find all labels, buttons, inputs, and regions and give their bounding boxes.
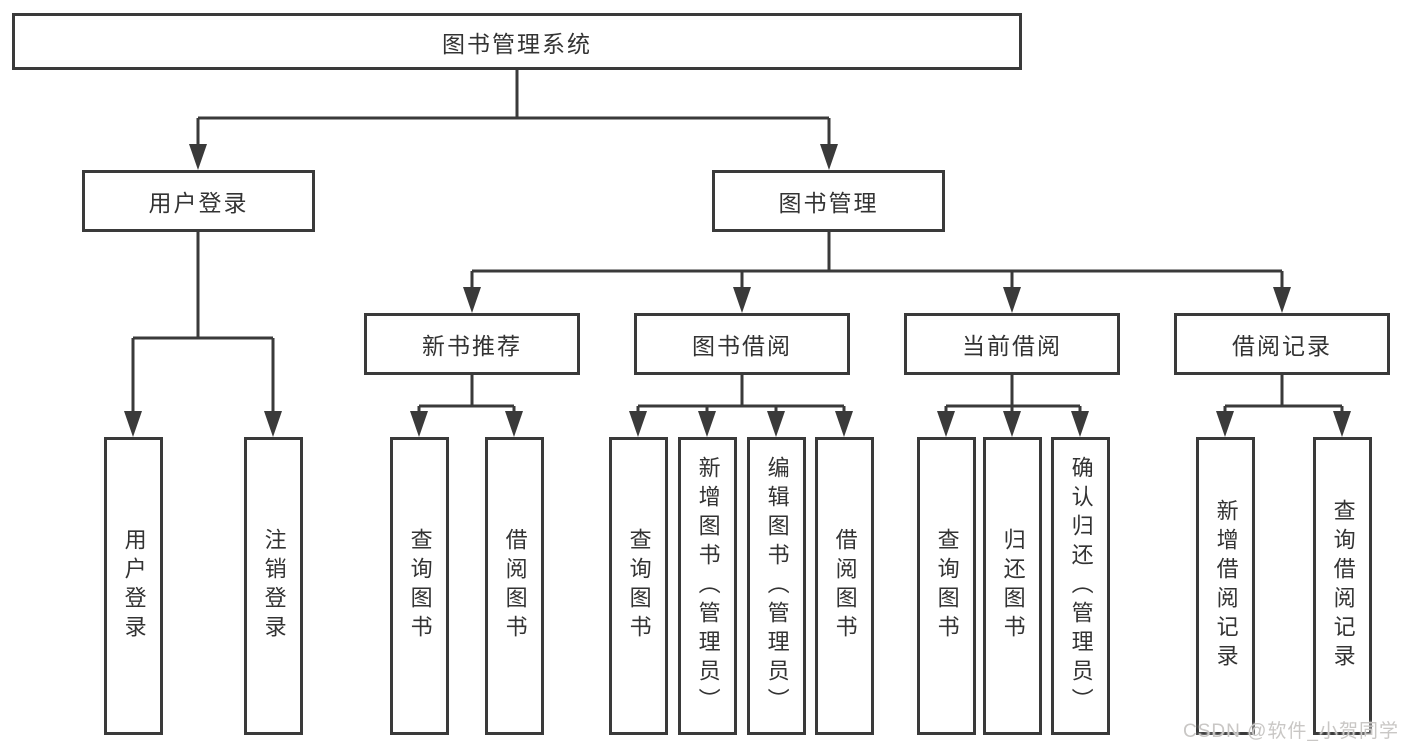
- leaf-user-login: 用户登录: [104, 437, 163, 735]
- leaf-recommend-query-books: 查询图书: [390, 437, 449, 735]
- leaf-borrow-query-books: 查询图书: [609, 437, 668, 735]
- leaf-recommend-borrow-books: 借阅图书: [485, 437, 544, 735]
- node-current-borrowing: 当前借阅: [904, 313, 1120, 375]
- leaf-label: 新增借阅记录: [1213, 499, 1239, 673]
- leaf-borrow-edit-books-admin: 编辑图书（管理员）: [747, 437, 806, 735]
- node-library-management-system: 图书管理系统: [12, 13, 1022, 70]
- node-user-login: 用户登录: [82, 170, 315, 232]
- leaf-label: 借阅图书: [502, 528, 528, 644]
- node-book-management: 图书管理: [712, 170, 945, 232]
- leaf-logout: 注销登录: [244, 437, 303, 735]
- leaf-current-confirm-return-admin: 确认归还（管理员）: [1051, 437, 1110, 735]
- node-borrowing-records: 借阅记录: [1174, 313, 1390, 375]
- watermark-text: CSDN @软件_小贺同学: [1183, 721, 1399, 742]
- leaf-label: 新增图书（管理员）: [695, 455, 721, 717]
- leaf-label: 用户登录: [121, 528, 147, 644]
- leaf-records-add-record: 新增借阅记录: [1196, 437, 1255, 735]
- node-new-book-recommendation: 新书推荐: [364, 313, 580, 375]
- leaf-current-return-books: 归还图书: [983, 437, 1042, 735]
- leaf-label: 查询图书: [407, 528, 433, 644]
- leaf-borrow-add-books-admin: 新增图书（管理员）: [678, 437, 737, 735]
- leaf-label: 查询图书: [934, 528, 960, 644]
- leaf-label: 编辑图书（管理员）: [764, 455, 790, 717]
- leaf-current-query-books: 查询图书: [917, 437, 976, 735]
- leaf-label: 确认归还（管理员）: [1068, 455, 1094, 717]
- leaf-label: 借阅图书: [832, 528, 858, 644]
- leaf-label: 归还图书: [1000, 528, 1026, 644]
- leaf-label: 注销登录: [261, 528, 287, 644]
- node-book-borrowing: 图书借阅: [634, 313, 850, 375]
- leaf-records-query-record: 查询借阅记录: [1313, 437, 1372, 735]
- leaf-label: 查询图书: [626, 528, 652, 644]
- leaf-label: 查询借阅记录: [1330, 499, 1356, 673]
- arrowheads: [124, 144, 1351, 437]
- leaf-borrow-borrow-books: 借阅图书: [815, 437, 874, 735]
